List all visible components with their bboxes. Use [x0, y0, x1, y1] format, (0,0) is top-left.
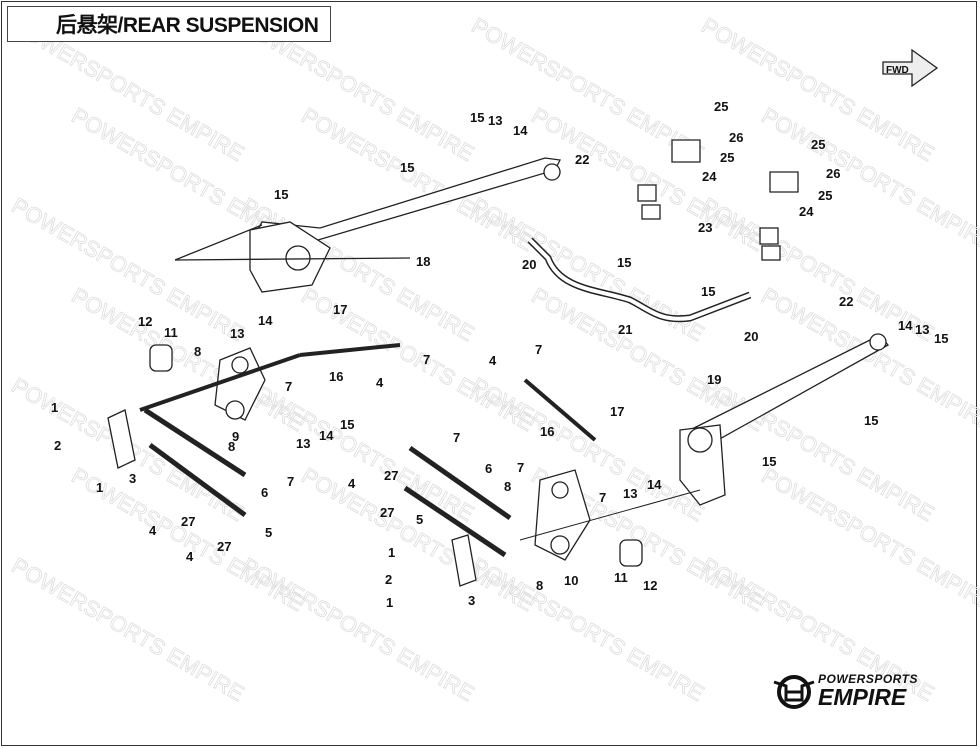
callout-13: 13 — [230, 326, 244, 341]
logo-emblem-icon — [773, 675, 815, 709]
callout-10: 10 — [564, 573, 578, 588]
callout-16: 16 — [329, 369, 343, 384]
logo-line2: EMPIRE — [818, 683, 907, 710]
callout-12: 12 — [138, 314, 152, 329]
callout-1: 1 — [51, 400, 58, 415]
fwd-arrow-icon: FWD — [882, 48, 939, 88]
callout-17: 17 — [333, 302, 347, 317]
callout-3: 3 — [468, 593, 475, 608]
callout-17: 17 — [610, 404, 624, 419]
knuckle-left — [107, 343, 401, 518]
trailing-arm-left — [174, 157, 561, 293]
callout-24: 24 — [702, 169, 717, 184]
callout-4: 4 — [348, 476, 356, 491]
callout-4: 4 — [489, 353, 497, 368]
callout-14: 14 — [513, 123, 528, 138]
callout-19: 19 — [707, 372, 721, 387]
callout-1: 1 — [96, 480, 103, 495]
callout-27: 27 — [384, 468, 398, 483]
callout-20: 20 — [522, 257, 536, 272]
callout-26: 26 — [729, 130, 743, 145]
callout-7: 7 — [423, 352, 430, 367]
callout-25: 25 — [714, 99, 728, 114]
callout-15: 15 — [934, 331, 948, 346]
callout-15: 15 — [617, 255, 631, 270]
callout-1: 1 — [388, 545, 395, 560]
callout-4: 4 — [186, 549, 194, 564]
callout-1: 1 — [386, 595, 393, 610]
callout-13: 13 — [623, 486, 637, 501]
callout-25: 25 — [720, 150, 734, 165]
callout-2: 2 — [385, 572, 392, 587]
callout-15: 15 — [274, 187, 288, 202]
bracket-parts — [637, 139, 799, 261]
callout-8: 8 — [194, 344, 201, 359]
brand-logo: POWERSPORTS EMPIRE — [772, 668, 952, 712]
callout-8: 8 — [228, 439, 235, 454]
callout-7: 7 — [287, 474, 294, 489]
callout-12: 12 — [643, 578, 657, 593]
knuckle-right — [403, 378, 701, 587]
callout-9: 9 — [232, 429, 239, 444]
callout-18: 18 — [416, 254, 430, 269]
callout-13: 13 — [915, 322, 929, 337]
callout-11: 11 — [164, 325, 178, 340]
callout-20: 20 — [744, 329, 758, 344]
callout-7: 7 — [535, 342, 542, 357]
callout-14: 14 — [319, 428, 334, 443]
callout-8: 8 — [504, 479, 511, 494]
callout-16: 16 — [540, 424, 554, 439]
callout-15: 15 — [470, 110, 484, 125]
callout-8: 8 — [536, 578, 543, 593]
callout-27: 27 — [217, 539, 231, 554]
callout-25: 25 — [818, 188, 832, 203]
callout-7: 7 — [517, 460, 524, 475]
callout-5: 5 — [265, 525, 272, 540]
callout-23: 23 — [698, 220, 712, 235]
callout-6: 6 — [485, 461, 492, 476]
callout-15: 15 — [340, 417, 354, 432]
callout-7: 7 — [453, 430, 460, 445]
page-title: 后悬架/REAR SUSPENSION — [7, 6, 331, 42]
callout-7: 7 — [599, 490, 606, 505]
callout-3: 3 — [129, 471, 136, 486]
callout-2: 2 — [54, 438, 61, 453]
callout-24: 24 — [799, 204, 814, 219]
callout-4: 4 — [149, 523, 157, 538]
callout-13: 13 — [296, 436, 310, 451]
callout-15: 15 — [400, 160, 414, 175]
fwd-label: FWD — [886, 65, 909, 76]
callout-14: 14 — [898, 318, 913, 333]
callout-15: 15 — [701, 284, 715, 299]
callout-27: 27 — [181, 514, 195, 529]
callout-5: 5 — [416, 512, 423, 527]
callout-22: 22 — [575, 152, 589, 167]
callout-4: 4 — [376, 375, 384, 390]
callout-22: 22 — [839, 294, 853, 309]
callout-15: 15 — [864, 413, 878, 428]
callout-26: 26 — [826, 166, 840, 181]
callout-21: 21 — [618, 322, 632, 337]
callout-14: 14 — [258, 313, 273, 328]
callout-27: 27 — [380, 505, 394, 520]
callout-25: 25 — [811, 137, 825, 152]
logo-line1: POWERSPORTS — [818, 671, 918, 686]
callout-7: 7 — [285, 379, 292, 394]
callout-15: 15 — [762, 454, 776, 469]
page-title-text: 后悬架/REAR SUSPENSION — [56, 14, 319, 37]
callout-14: 14 — [647, 477, 662, 492]
callout-6: 6 — [261, 485, 268, 500]
callout-13: 13 — [488, 113, 502, 128]
callout-11: 11 — [614, 570, 628, 585]
trailing-arm-right — [679, 333, 889, 506]
